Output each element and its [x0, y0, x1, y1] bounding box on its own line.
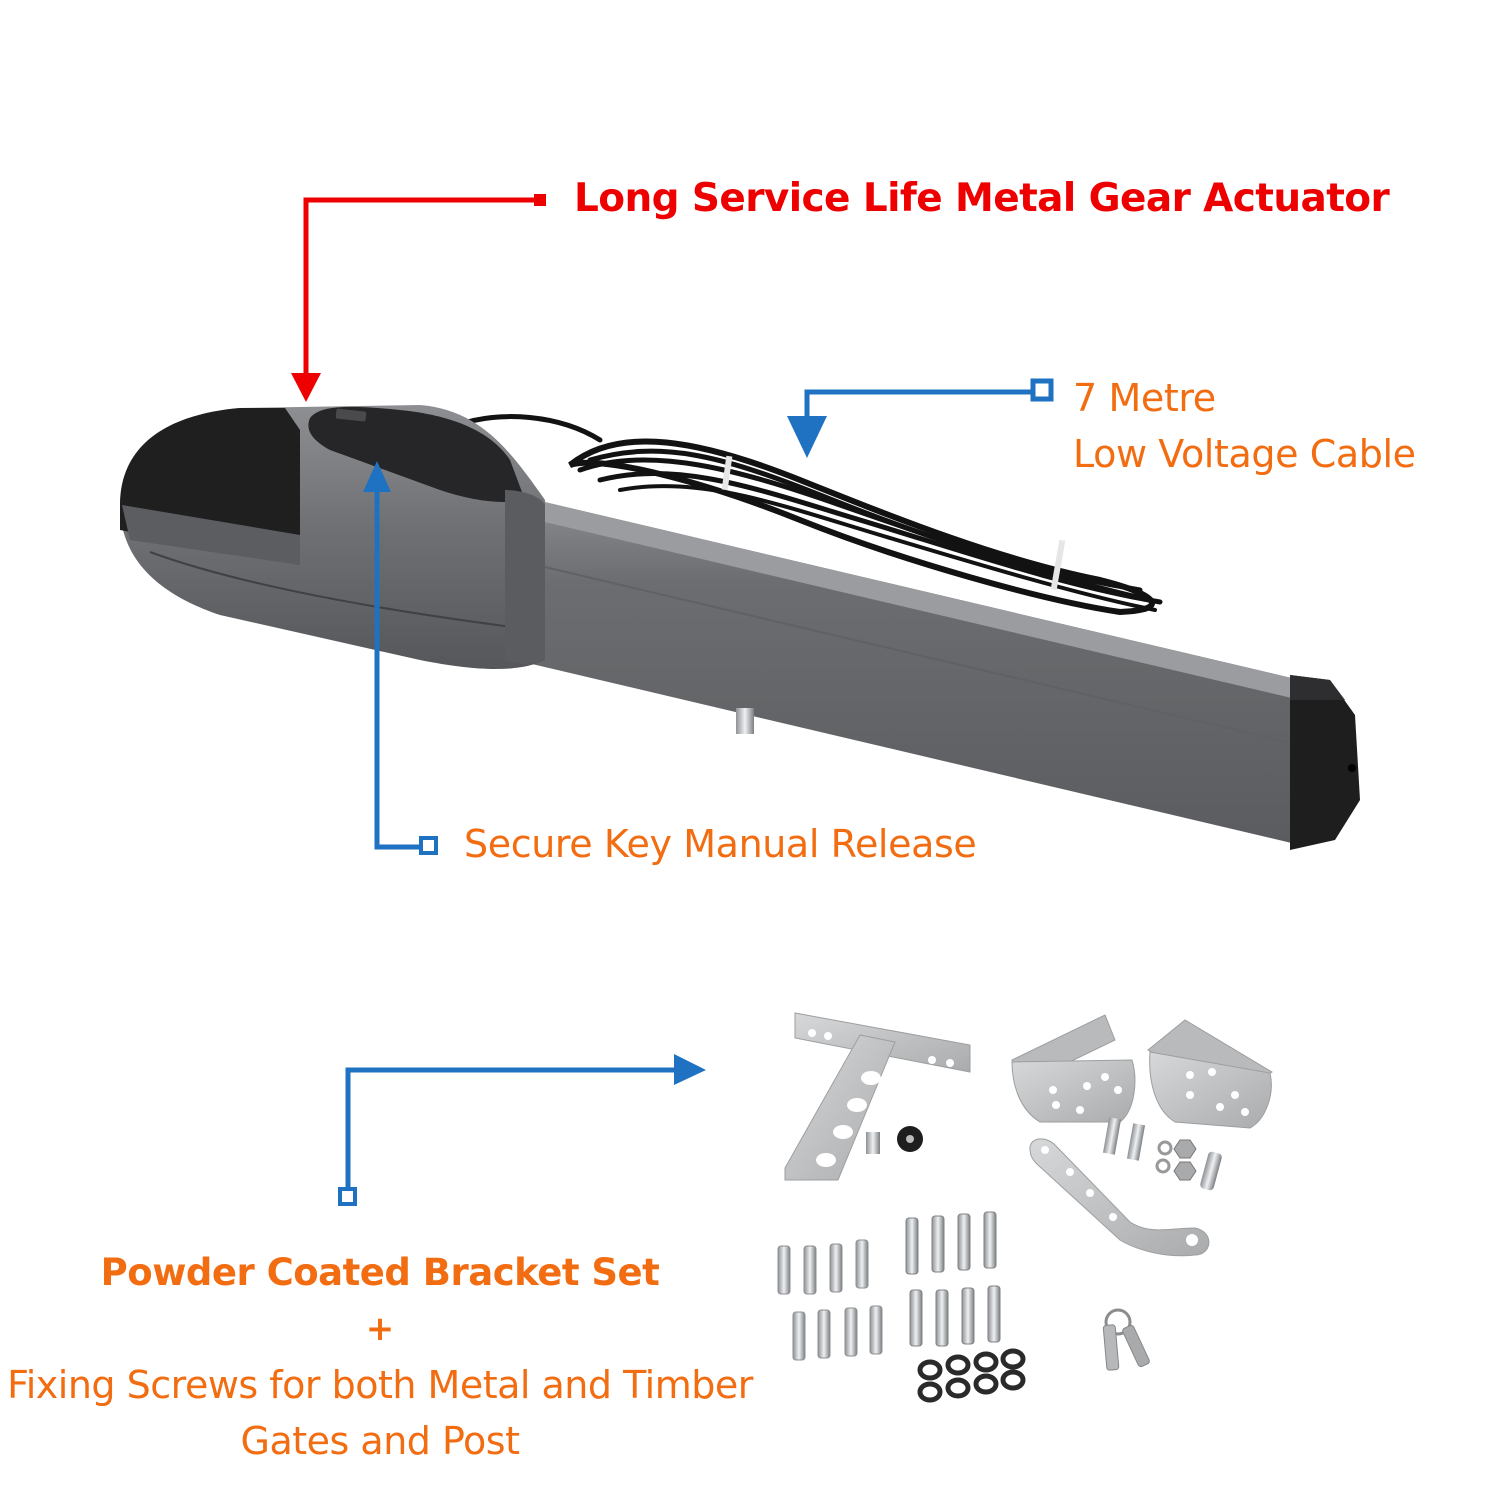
motor-housing — [120, 405, 545, 669]
cable-type: Low Voltage Cable — [1073, 432, 1416, 476]
bracket-plus: + — [365, 1309, 395, 1349]
bracket-feature-label: Powder Coated Bracket Set + Fixing Screw… — [0, 1245, 760, 1469]
actuator-callout-arrow — [291, 194, 546, 402]
actuator-feature-label: Long Service Life Metal Gear Actuator — [574, 176, 1390, 221]
bracket-callout-arrow — [338, 1054, 706, 1206]
cable-length: 7 Metre — [1073, 376, 1216, 420]
release-callout-arrow — [363, 461, 438, 855]
cable-tie-2 — [1050, 539, 1066, 591]
cable-callout-arrow — [787, 378, 1054, 458]
rubber-washers — [917, 1348, 1026, 1403]
curved-arm-bracket — [1029, 1138, 1210, 1257]
bracket-set — [777, 1012, 1273, 1403]
cable-feature-label: 7 Metre Low Voltage Cable — [1073, 370, 1416, 482]
cable-tie-1 — [721, 455, 733, 491]
t-bracket — [784, 1012, 971, 1181]
timber-coach-screws — [905, 1211, 1001, 1347]
metal-anchor-screws — [777, 1239, 883, 1361]
l-brackets — [1011, 1014, 1273, 1129]
bracket-desc-line2: Gates and Post — [240, 1419, 520, 1463]
bracket-title: Powder Coated Bracket Set — [100, 1251, 660, 1294]
release-keys — [1102, 1308, 1150, 1371]
cable-coil — [455, 414, 1163, 616]
bracket-desc-line1: Fixing Screws for both Metal and Timber — [7, 1363, 753, 1407]
release-feature-label: Secure Key Manual Release — [464, 822, 977, 866]
actuator-tube — [514, 495, 1360, 850]
